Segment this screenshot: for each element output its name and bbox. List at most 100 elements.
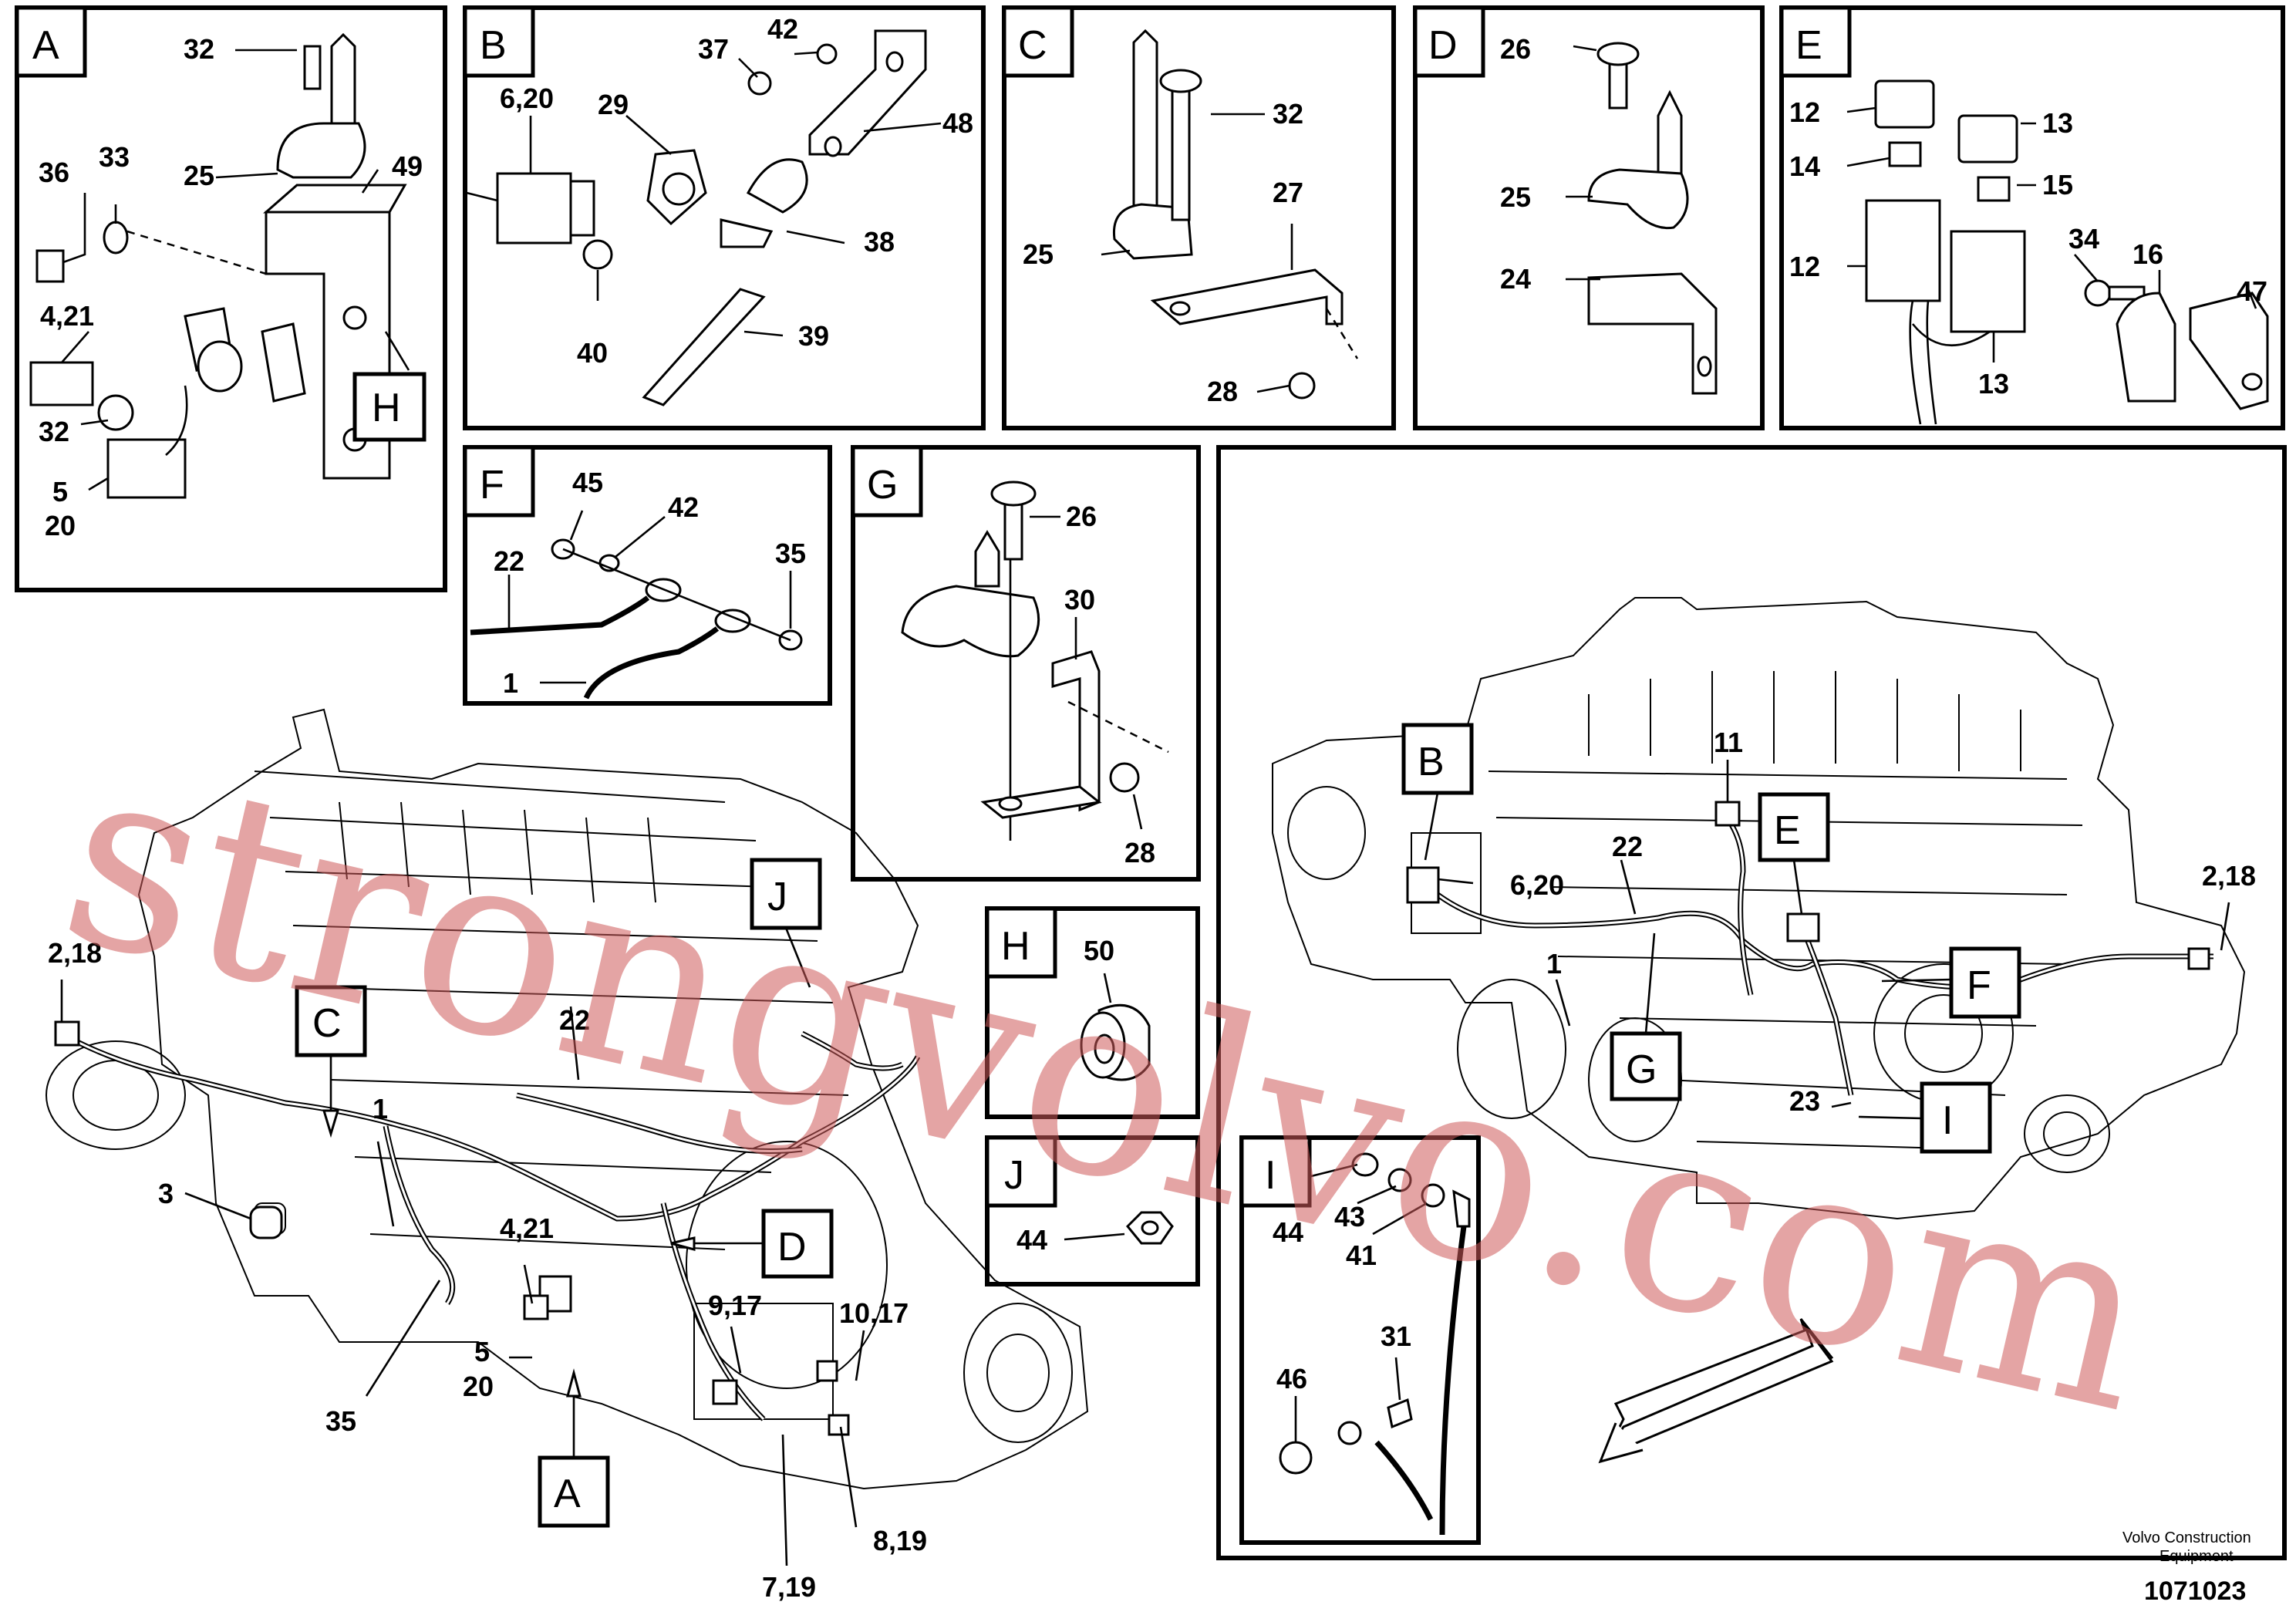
label-34: 34 [2068,223,2099,255]
bolt-36 [35,249,65,283]
nut-44 [1351,1152,1379,1177]
label-1: 1 [373,1093,388,1125]
bracket-30 [1051,650,1101,812]
label-13-holder: 13 [1978,368,2009,400]
label-29: 29 [598,89,629,120]
panel-d: D 26 25 24 [1413,5,1765,430]
label-20: 20 [463,1371,494,1402]
panel-c-letter: C [1018,23,1047,68]
label-22: 22 [494,545,524,577]
label-35: 35 [775,538,806,569]
label-42: 42 [668,491,699,523]
label-16: 16 [2132,238,2163,270]
label-48: 48 [942,107,973,139]
watermark: strongvolvo.com [40,703,2176,1470]
label-50: 50 [1084,935,1114,966]
label-36: 36 [39,157,69,188]
label-25: 25 [184,160,214,191]
fuse-cap-13 [1957,114,2018,164]
tag-b: B [1418,740,1445,784]
cable-tie-39 [642,288,766,406]
label-14: 14 [1789,150,1820,182]
panel-b: B 42 37 6,20 29 48 38 40 39 [463,5,986,430]
panel-g: G 26 30 28 [851,445,1201,882]
label-43: 43 [1334,1201,1365,1233]
panel-g-letter: G [867,463,898,508]
panel-a: A 32 25 49 36 33 4,21 32 5 20 H [15,5,447,592]
label-20: 20 [45,510,76,541]
bracket-47 [2189,292,2269,410]
label-22: 22 [1612,831,1643,862]
bracket-24 [1587,272,1718,395]
toothed-washer-31 [1387,1398,1413,1429]
fuse-14 [1888,141,1922,167]
panel-i-letter: I [1265,1153,1276,1198]
bolt-28 [1288,372,1316,400]
label-44: 44 [1273,1216,1303,1248]
tag-c: C [312,1001,342,1046]
clip-25 [276,122,366,179]
label-32: 32 [1273,98,1303,130]
connector-6-20 [496,172,572,244]
label-9-17: 9,17 [708,1290,762,1321]
panel-e: E 12 13 14 15 12 34 16 47 13 [1779,5,2285,430]
label-3: 3 [158,1178,174,1209]
footer-company-line2: Equipment [2159,1548,2234,1565]
bolt-34 [2084,279,2112,307]
panel-j: J 44 [985,1135,1200,1286]
bolt-37 [747,71,772,96]
fuse-holder-13 [1950,230,2026,333]
label-6-20: 6,20 [500,83,554,114]
footer-company-line1: Volvo Construction [2122,1529,2251,1546]
tag-g: G [1626,1047,1657,1092]
label-32-lower: 32 [39,416,69,447]
fuse-cap-12 [1874,79,1935,129]
tag-i: I [1942,1098,1953,1143]
label-39: 39 [798,320,829,352]
tag-j: J [767,875,787,919]
bolt-32 [1171,79,1191,221]
label-31: 31 [1381,1320,1411,1352]
tag-h: H [372,386,401,430]
label-2-18: 2,18 [2202,860,2256,892]
washer-42 [816,43,838,65]
label-7-19: 7,19 [762,1571,816,1603]
label-27: 27 [1273,177,1303,208]
label-25: 25 [1500,181,1531,213]
clip-16 [2116,292,2176,403]
right-engine-view: B E F G I 11 6,20 22 1 2,18 23 [1216,445,2287,1560]
label-30: 30 [1064,584,1095,615]
panel-h-letter: H [1001,924,1030,969]
label-6-20: 6,20 [1510,869,1564,901]
label-45: 45 [572,467,603,498]
bolt-28 [1109,762,1140,793]
washer-33 [103,221,129,255]
label-26: 26 [1066,501,1097,532]
tag-a: A [554,1472,581,1516]
label-38: 38 [864,226,895,258]
label-41: 41 [1346,1239,1377,1271]
label-2-18: 2,18 [48,937,102,969]
panel-f: F 45 42 22 35 1 [463,445,832,706]
tag-e: E [1774,808,1801,853]
label-49: 49 [392,150,423,182]
label-24: 24 [1500,263,1531,295]
panel-h: H 50 [985,906,1200,1119]
label-12: 12 [1789,96,1820,128]
label-44: 44 [1017,1224,1047,1256]
label-37: 37 [698,33,729,65]
label-1: 1 [503,667,518,699]
label-33: 33 [99,141,130,173]
panel-j-letter: J [1004,1153,1024,1198]
left-engine-view: C J D A 2,18 3 1 22 4,21 35 5 20 9,17 10… [46,708,1089,1603]
bracket-38 [746,158,808,214]
label-22: 22 [559,1004,590,1036]
washer-41 [1421,1183,1445,1208]
label-42: 42 [767,13,798,45]
clip-25 [1587,168,1689,230]
bolt-32-lower [97,394,134,431]
tag-d: D [777,1225,807,1270]
label-46: 46 [1276,1363,1307,1394]
label-40: 40 [577,337,608,369]
